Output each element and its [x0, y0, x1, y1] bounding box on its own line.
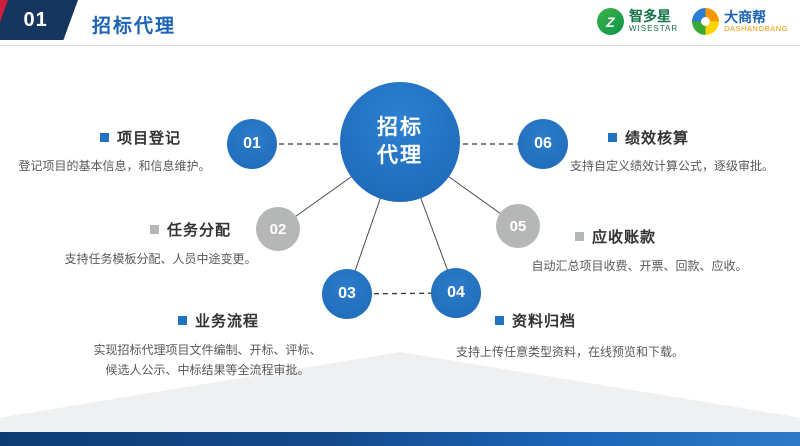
label-title: 应收账款	[592, 229, 657, 246]
node-circle-03: 03	[322, 269, 372, 319]
slide-number: 01	[23, 8, 48, 31]
desc-task-assignment: 支持任务模板分配、人员中途变更。	[64, 252, 257, 266]
wisestar-logo-icon: Z	[596, 8, 624, 35]
bullet-icon	[178, 316, 187, 325]
wisestar-subtitle: WISESTAR	[628, 23, 679, 33]
center-hub-label: 招标 代理	[377, 115, 423, 167]
node-circle-05: 05	[496, 204, 540, 248]
desc-accounts-receivable: 自动汇总项目收费、开票、回款、应收。	[531, 259, 748, 273]
bullet-icon	[100, 133, 109, 142]
label-title: 业务流程	[195, 313, 260, 330]
dashangbang-logo: 大商帮 DASHANGBANG	[692, 8, 788, 35]
wisestar-name: 智多星	[628, 8, 671, 25]
desc-project-registration: 登记项目的基本信息，和信息维护。	[18, 159, 211, 173]
node-circle-01: 01	[227, 119, 277, 169]
bullet-icon	[608, 133, 617, 142]
label-performance-accounting: 绩效核算	[608, 127, 689, 148]
desc-data-archiving: 支持上传任意类型资料，在线预览和下载。	[455, 345, 684, 359]
logos: Z 智多星 WISESTAR 大商帮 DASHANGBANG	[596, 8, 788, 35]
label-data-archiving: 资料归档	[495, 310, 576, 331]
label-project-registration: 项目登记	[100, 127, 181, 148]
label-business-process: 业务流程	[178, 310, 259, 331]
dashangbang-subtitle: DASHANGBANG	[724, 24, 788, 34]
bullet-icon	[575, 232, 584, 241]
node-circle-04: 04	[431, 268, 481, 318]
header: 01 招标代理 Z 智多星 WISESTAR 大商帮 DASHANGBANG	[0, 0, 800, 46]
bottom-gradient-bar	[0, 432, 800, 446]
dashangbang-logo-icon	[692, 8, 720, 35]
label-accounts-receivable: 应收账款	[575, 226, 656, 247]
wisestar-logo: Z 智多星 WISESTAR	[596, 8, 679, 35]
label-title: 资料归档	[512, 313, 577, 330]
page-title: 招标代理	[92, 16, 177, 37]
slide-number-shape: 01	[0, 0, 100, 40]
label-title: 绩效核算	[625, 130, 690, 147]
center-hub-circle: 招标 代理	[340, 82, 460, 202]
label-task-assignment: 任务分配	[150, 219, 231, 240]
bullet-icon	[150, 225, 159, 234]
label-title: 项目登记	[117, 130, 182, 147]
node-circle-02: 02	[256, 207, 300, 251]
bullet-icon	[495, 316, 504, 325]
node-circle-06: 06	[518, 119, 568, 169]
dashangbang-name: 大商帮	[724, 8, 767, 25]
label-title: 任务分配	[167, 222, 232, 239]
desc-performance-accounting: 支持自定义绩效计算公式，逐级审批。	[569, 159, 774, 173]
desc-business-process: 实现招标代理项目文件编制、开标、评标、 候选人公示、中标结果等全流程审批。	[93, 343, 322, 377]
slide-number-badge: 01	[0, 0, 78, 40]
